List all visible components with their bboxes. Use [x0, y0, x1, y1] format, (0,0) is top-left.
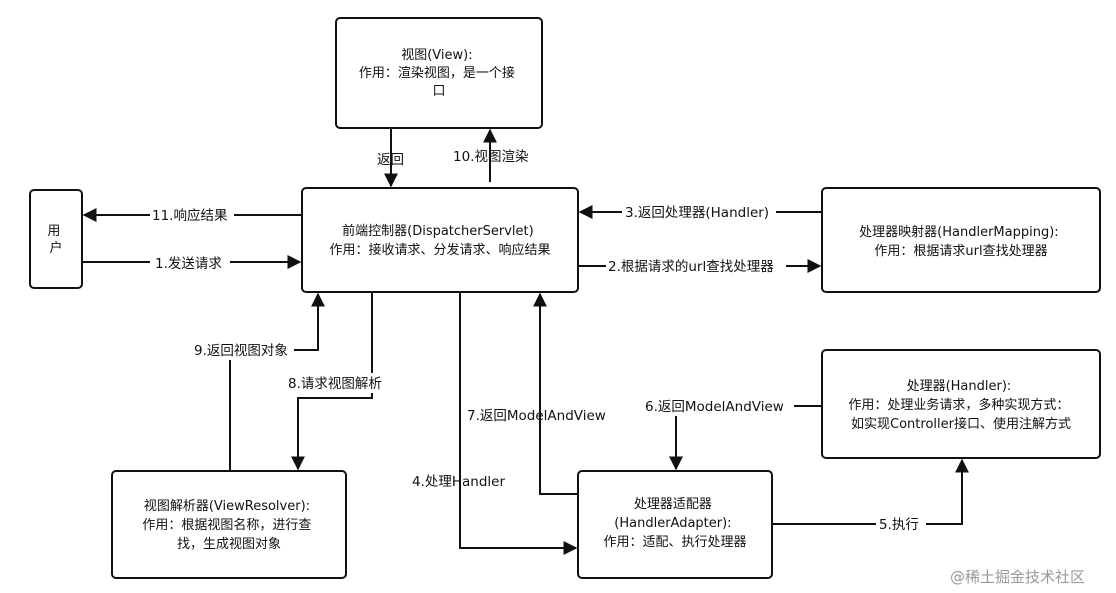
node-view-line-3: 口	[432, 84, 445, 99]
node-view-line-2: 作用：渲染视图，是一个接	[359, 65, 515, 81]
node-resolver-line-1: 视图解析器(ViewResolver):	[144, 499, 310, 514]
edge-back-label: 返回	[377, 152, 404, 168]
node-user: 用 户	[29, 189, 83, 289]
edge-7-line	[533, 292, 578, 495]
edge-8-label: 8.请求视图解析	[288, 376, 382, 392]
edge-9-label: 9.返回视图对象	[194, 343, 288, 359]
svg-text:视图解析器(ViewResolver): 作用：: 视图解析器(ViewResolver): 作用：根据视图名称，进行查 找，生成视…	[142, 499, 315, 552]
node-adapter-line-1: 处理器适配器	[634, 497, 712, 512]
node-dispatcher-line-1: 前端控制器(DispatcherServlet)	[342, 223, 534, 239]
watermark: @稀土掘金技术社区	[950, 568, 1085, 586]
svg-text:用 户: 用 户	[47, 224, 64, 256]
edge-6-label: 6.返回ModelAndView	[645, 399, 784, 415]
node-user-line-1: 用	[47, 224, 60, 239]
svg-text:处理器适配器 (HandlerAdapter):: 处理器适配器 (HandlerAdapter): 作用：适配、执行处理器	[603, 497, 746, 550]
edge-1-label: 1.发送请求	[155, 256, 222, 272]
node-handler-line-3: 如实现Controller接口、使用注解方式	[851, 416, 1071, 432]
node-view-line-1: 视图(View):	[401, 48, 472, 63]
node-adapter: 处理器适配器 (HandlerAdapter): 作用：适配、执行处理器	[577, 470, 773, 579]
edge-7-label: 7.返回ModelAndView	[467, 408, 606, 424]
node-adapter-line-2: (HandlerAdapter):	[614, 516, 731, 531]
edge-5-line	[772, 458, 969, 525]
node-handler-line-1: 处理器(Handler):	[907, 379, 1012, 394]
node-mapping-line-2: 作用：根据请求url查找处理器	[874, 244, 1047, 259]
node-dispatcher: 前端控制器(DispatcherServlet) 作用：接收请求、分发请求、响应…	[301, 187, 579, 293]
svg-text:处理器(Handler): 作用：处理业务请求，: 处理器(Handler): 作用：处理业务请求，多种实现方式： 如实现Contr…	[848, 379, 1073, 432]
edge-4-line	[459, 292, 578, 555]
svg-text:前端控制器(DispatcherServlet): 前端控制器(DispatcherServlet) 作用：接收请求、分发请求、响应…	[329, 223, 550, 258]
edge-2-label: 2.根据请求的url查找处理器	[608, 259, 774, 275]
edge-10-label: 10.视图渲染	[453, 149, 529, 165]
edge-4-label: 4.处理Handler	[412, 474, 505, 490]
edge-3-label: 3.返回处理器(Handler)	[625, 205, 769, 221]
node-user-line-2: 户	[49, 240, 62, 256]
node-resolver-line-2: 作用：根据视图名称，进行查	[142, 517, 311, 533]
node-mapping: 处理器映射器(HandlerMapping): 作用：根据请求url查找处理器	[821, 187, 1101, 293]
node-resolver: 视图解析器(ViewResolver): 作用：根据视图名称，进行查 找，生成视…	[111, 470, 347, 579]
node-view: 视图(View): 作用：渲染视图，是一个接 口	[335, 17, 543, 129]
node-handler-line-2: 作用：处理业务请求，多种实现方式：	[848, 397, 1069, 413]
svg-text:视图(View): 作用：渲染视图，是一个接: 视图(View): 作用：渲染视图，是一个接 口	[359, 48, 519, 99]
svg-text:处理器映射器(HandlerMapping):: 处理器映射器(HandlerMapping): 作用：根据请求url查找处理器	[859, 224, 1063, 259]
edge-11-label: 11.响应结果	[152, 207, 228, 224]
node-adapter-line-3: 作用：适配、执行处理器	[603, 535, 746, 550]
edge-8-line	[291, 292, 373, 471]
node-mapping-line-1: 处理器映射器(HandlerMapping):	[859, 224, 1059, 240]
node-resolver-line-3: 找，生成视图对象	[177, 537, 281, 552]
node-dispatcher-line-2: 作用：接收请求、分发请求、响应结果	[329, 242, 550, 258]
edge-5-label: 5.执行	[879, 517, 919, 533]
node-handler: 处理器(Handler): 作用：处理业务请求，多种实现方式： 如实现Contr…	[821, 349, 1101, 459]
